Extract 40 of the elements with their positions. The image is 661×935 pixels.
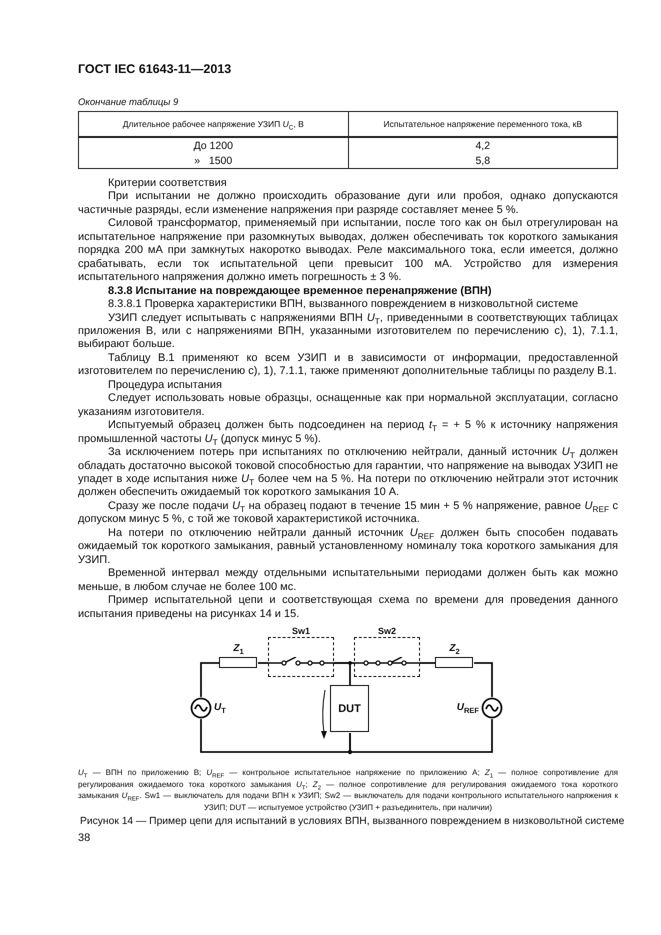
paragraph: Силовой трансформатор, применяемый при испытании, после того как он был отрегулирован на испытательное напряжение при разомкнутых выводах, должен обеспечивать ток короткого замыкания порядка 200 мА при замкнутых накоротко выводах. Реле максимального тока, если имеется, должно срабатывать, если ток испытательной цепи превысит 100 мА. Устройство для измерения испытательного напряжения должно иметь погрешность ± 3 %. [78,217,618,285]
wire [333,661,352,686]
paragraph: Временной интервал между отдельными испытательными периодами должен быть как можно меньше, в любом случае не более 100 мс. [78,567,618,594]
component-label: Sw2 [376,626,397,637]
paragraph: Следует использовать новые образцы, оснащенные как при нормальной эксплуатации, согласно указаниям изготовителя. [78,392,618,420]
paragraph: Пример испытательной цепи и соответствующая схема по времени для проведения данного испытания приведены на рисунках 14 и 15. [78,594,618,621]
wire [200,719,351,753]
component-label: U$_{T}$ [214,702,226,714]
table-cell: » 1500 [78,153,348,168]
paragraph: Процедура испытания [107,378,223,392]
paragraph: УЗИП следует испытывать с напряжениями ВПН U$_{T}$, приведенными в соответствующих таблицах приложения В, или с напряжениями ВПН, указанными изготовителем по перечислению с), 1), 7.1.1, выбирают больше. [78,312,618,352]
paragraph: При испытании не должно происходить образование дуги или пробоя, однако допускаются частичные разряды, если изменение напряжения при разряде составляет менее 5 %. [78,190,618,218]
wire [474,662,493,697]
paragraph: Сразу же после подачи U$_{T}$ на образец подают в течение 15 мин + 5 % напряжение, равное U$_{REF}$ с допуском минус 5 %, с той же токовой характеристикой источника. [78,500,618,527]
wire [420,662,435,664]
table-header: Испытательное напряжение переменного тока, кВ [348,112,618,137]
table-caption: Окончание таблицы 9 [78,97,178,108]
paragraph: На потери по отключению нейтрали данный источник U$_{REF}$ должен быть способен подавать ожидаемый ток короткого замыкания, равный установленному номиналу тока короткого замыкания для УЗИП. [78,526,618,568]
component-label: Sw1 [290,626,311,637]
paragraph: 8.3.8.1 Проверка характеристики ВПН, вызванного повреждением в низковольтной системе [107,298,580,312]
paragraph: Испытуемый образец должен быть подсоединен на период t$_{T}$ = + 5 % к источнику напряжения промышленной частоты U$_{T}$ (допуск минус 5 %). [78,419,618,446]
paragraph: Таблицу В.1 применяют ко всем УЗИП и в зависимости от информации, предоставленной изготовителем по перечислению с), 1), 7.1.1, также применяют дополнительные таблицы по разделу В.1. [78,352,618,379]
table-cell: 4,2 [348,137,618,153]
component-label: Z$_{1}$ [232,643,245,655]
figure-legend-text: U$_{T}$ — ВПН по приложению В; U$_{REF}$ — контрольное испытательное напряжение по приложению А; Z$_{1}$ — полное сопротивление для регулирования ожидаемого тока короткого замыкания U$_{T}$; Z$_{2}$ — полное сопротивление для регулирования ожидаемого тока короткого замыкания U$_{REF}$. Sw1 — выключатель для подачи ВПН к УЗИП; Sw2 — выключатель для подачи контрольного испытательного напряжения к УЗИП; DUT — испытуемое устройство (УЗИП + разъединитель, при наличии) [78,767,618,814]
table-header: Длительное рабочее напряжение УЗИП U$_{C}$, В [78,112,348,137]
device-box: DUT [330,685,369,732]
wire [258,662,268,664]
page-header: ГОСТ IEC 61643-11—2013 [78,62,232,76]
page-number: 38 [78,832,90,844]
table-cell: До 1200 [78,137,348,153]
paragraph: За исключением потерь при испытаниях по отключению нейтрали, данный источник U$_{T}$ должен обладать достаточно высокой токовой способностью для гарантии, что напряжение на выводах УЗИП не упадет в ходе испытания ниже U$_{T}$ более чем на 5 %. На потери по отключению нейтрали этот источник должен обеспечить ожидаемый ток короткого замыкания 10 А. [78,446,618,500]
table-cell: 5,8 [348,153,618,168]
component-label: Z$_{2}$ [448,643,461,655]
figure-caption: Рисунок 14 — Пример цепи для испытаний в условиях ВПН, вызванного повреждением в низковольтной системе [80,816,624,827]
section-heading: 8.3.8 Испытание на повреждающее временное перенапряжение (ВПН) [107,284,493,298]
component-label: U$_{REF}$ [456,702,479,714]
wire [349,719,493,753]
paragraph: Критерии соответствия [107,177,228,190]
wire [200,662,219,697]
